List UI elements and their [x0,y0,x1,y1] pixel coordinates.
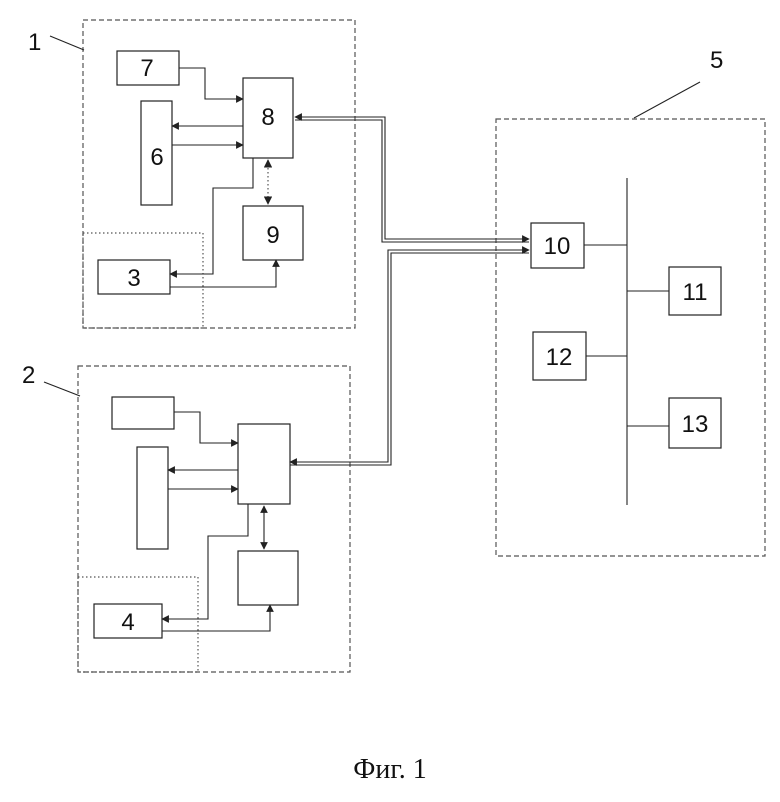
arrow-8-to-3 [170,158,253,274]
block-8-label: 8 [261,104,274,131]
block-11-label: 11 [683,279,708,306]
group-1-leader [50,36,84,50]
block-13-label: 13 [682,411,709,438]
link-8-10-outer [295,117,529,239]
block-unlabeled-d [238,551,298,605]
link-c-10-outer [290,250,529,462]
link-8-10-inner [295,120,529,242]
block-6-label: 6 [150,144,163,171]
arrow-a-to-c [174,412,238,443]
group-2-label: 2 [22,362,35,389]
block-9-label: 9 [266,222,279,249]
group-2-inner-region [78,577,198,672]
group-2-frame [78,366,350,672]
block-12-label: 12 [546,344,573,371]
group-1-inner-region [83,233,203,328]
block-7-label: 7 [140,55,153,82]
block-unlabeled-b [137,447,168,549]
group-1-label: 1 [28,29,41,56]
figure-caption: Фиг. 1 [353,754,426,785]
group-1-frame [83,20,355,328]
arrow-c-to-4 [162,504,248,619]
group-5-frame [496,119,765,556]
block-3-label: 3 [127,265,140,292]
group-2-leader [44,382,80,396]
group-5-leader [634,82,700,118]
block-unlabeled-c [238,424,290,504]
block-4-label: 4 [121,609,134,636]
arrow-7-to-8 [179,68,243,99]
arrow-4-to-d [162,605,270,631]
block-10-label: 10 [544,233,571,260]
link-c-10-inner [290,253,529,465]
block-unlabeled-a [112,397,174,429]
group-5-label: 5 [710,47,723,74]
